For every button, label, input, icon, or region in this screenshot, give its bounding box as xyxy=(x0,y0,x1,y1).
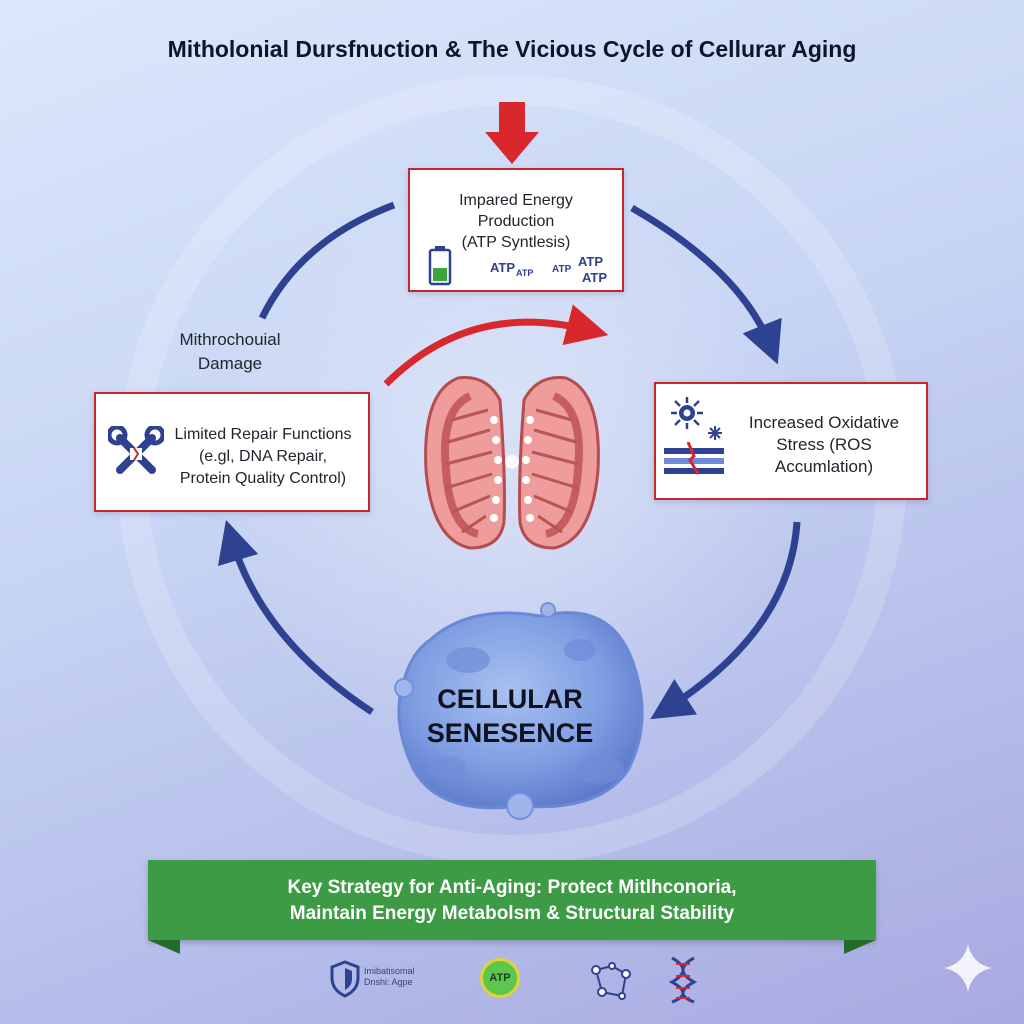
cycle-arrow-top-right xyxy=(630,204,782,365)
mitochondrial-damage-label: Mithrochouial Damage xyxy=(150,328,310,376)
banner-fold-right xyxy=(844,940,876,954)
energy-production-box: Impared Energy Production (ATP Syntlesis… xyxy=(408,168,624,292)
repair-functions-box: Limited Repair Functions (e.gl, DNA Repa… xyxy=(94,392,370,512)
atp-badge-icon: ATP xyxy=(480,958,520,998)
wrench-icon xyxy=(108,426,164,474)
repair-line-1: Limited Repair Functions xyxy=(174,426,352,443)
energy-line-1: Impared Energy xyxy=(459,192,573,209)
shield-caption-line-2: Dnshi: Agpe xyxy=(364,977,413,987)
senescence-line-1: CELLULAR xyxy=(437,684,583,714)
cycle-arrow-left-top xyxy=(258,201,396,320)
senescence-line-2: SENESENCE xyxy=(426,718,594,748)
sparkle-icon xyxy=(944,944,992,992)
cycle-arrow-right-bottom xyxy=(650,521,801,720)
atp-badge-label: ATP xyxy=(489,972,511,984)
oxidative-stress-box: Increased Oxidative Stress (ROS Accumlat… xyxy=(654,382,928,500)
atp-label: ATP xyxy=(552,264,572,275)
damage-line-2: Damage xyxy=(197,354,263,373)
banner-fold-left xyxy=(148,940,180,954)
oxidative-line-1: Increased Oxidative xyxy=(748,413,900,432)
repair-line-2: (e.gl, DNA Repair, xyxy=(198,448,328,465)
atp-label: ATP xyxy=(582,270,608,285)
down-arrow xyxy=(485,102,539,164)
shield-caption: Imibatisomal Dnshi: Agpe xyxy=(364,966,444,988)
strategy-banner: Key Strategy for Anti-Aging: Protect Mit… xyxy=(148,860,876,940)
diagram-title: Mitholonial Dursfnuction & The Vicious C… xyxy=(167,36,857,62)
molecule-network-icon xyxy=(591,962,631,1000)
atp-label: ATP xyxy=(578,254,604,269)
energy-line-2: Production xyxy=(477,213,555,230)
cycle-arrow-bottom-left xyxy=(217,519,374,715)
cell-illustration xyxy=(394,602,644,820)
repair-line-3: Protein Quality Control) xyxy=(179,470,347,487)
battery-icon xyxy=(428,246,452,286)
damage-arrow xyxy=(383,304,609,387)
energy-line-3: (ATP Syntlesis) xyxy=(461,234,571,251)
dna-helix-icon xyxy=(668,956,698,1004)
oxidative-line-2: Stress (ROS xyxy=(776,435,872,454)
virus-icon xyxy=(671,397,703,429)
sparkle-small-icon xyxy=(708,426,722,440)
shield-icon xyxy=(330,960,360,998)
banner-line-2: Maintain Energy Metabolsm & Structural S… xyxy=(289,903,735,924)
atp-label: ATP xyxy=(490,260,516,275)
banner-line-1: Key Strategy for Anti-Aging: Protect Mit… xyxy=(287,877,737,898)
atp-label: ATP xyxy=(516,268,534,278)
damaged-membrane-icon xyxy=(664,442,724,475)
mitochondrion-illustration xyxy=(424,375,600,550)
shield-caption-line-1: Imibatisomal xyxy=(364,966,415,976)
cellular-senescence-label: CELLULAR SENESENCE xyxy=(410,682,610,750)
damage-line-1: Mithrochouial xyxy=(179,330,281,349)
oxidative-line-3: Accumlation) xyxy=(774,457,874,476)
